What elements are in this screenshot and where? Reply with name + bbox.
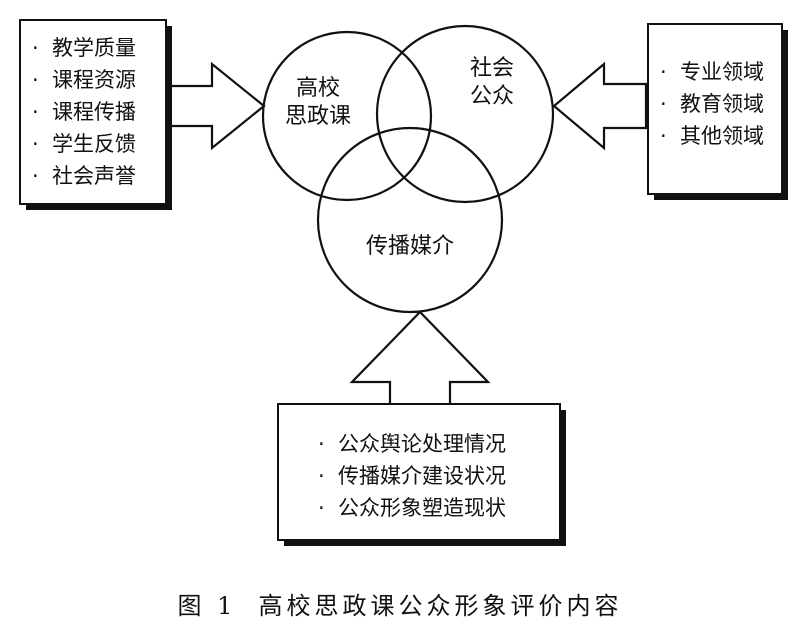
circle-public-label-line2: 公众 bbox=[470, 84, 514, 109]
circle-public-label-line1: 社会 bbox=[470, 56, 514, 81]
left-bullet-4: · bbox=[32, 132, 39, 156]
circle-universities-label-line2: 思政课 bbox=[285, 104, 351, 129]
left-box-frame bbox=[19, 19, 167, 205]
right-bullet-3: · bbox=[660, 124, 667, 148]
left-bullet-5: · bbox=[32, 164, 39, 188]
right-arrow bbox=[552, 61, 648, 151]
circle-universities bbox=[261, 30, 433, 202]
figure-number: 图 1 bbox=[177, 592, 237, 620]
left-item-3: 课程传播 bbox=[52, 100, 136, 124]
circle-universities-label-line1: 高校 bbox=[296, 76, 340, 101]
left-item-5: 社会声誉 bbox=[52, 164, 136, 188]
left-item-2: 课程资源 bbox=[52, 68, 136, 92]
bottom-item-3: 公众形象塑造现状 bbox=[338, 496, 506, 520]
figure-title: 高校思政课公众形象评价内容 bbox=[258, 592, 623, 620]
bottom-bullet-1: · bbox=[318, 432, 325, 456]
bottom-item-1: 公众舆论处理情况 bbox=[338, 432, 506, 456]
bottom-arrow bbox=[349, 310, 491, 404]
left-box: · 教学质量 · 课程资源 · 课程传播 · 学生反馈 · 社会声誉 bbox=[19, 19, 172, 210]
left-item-4: 学生反馈 bbox=[52, 132, 136, 156]
right-item-1: 专业领域 bbox=[680, 60, 764, 84]
right-item-2: 教育领域 bbox=[680, 92, 764, 116]
right-bullet-2: · bbox=[660, 92, 667, 116]
bottom-bullet-2: · bbox=[318, 464, 325, 488]
left-bullet-1: · bbox=[32, 36, 39, 60]
left-arrow bbox=[168, 61, 266, 151]
bottom-box: · 公众舆论处理情况 · 传播媒介建设状况 · 公众形象塑造现状 bbox=[277, 403, 566, 546]
circle-media bbox=[316, 126, 504, 314]
left-bullet-3: · bbox=[32, 100, 39, 124]
right-bullet-1: · bbox=[660, 60, 667, 84]
bottom-bullet-3: · bbox=[318, 496, 325, 520]
bottom-item-2: 传播媒介建设状况 bbox=[338, 464, 506, 488]
right-box-frame bbox=[647, 23, 783, 195]
left-bullet-2: · bbox=[32, 68, 39, 92]
circle-media-label: 传播媒介 bbox=[366, 234, 454, 259]
figure-caption: 图 1 高校思政课公众形象评价内容 bbox=[0, 586, 800, 621]
circle-public bbox=[375, 24, 555, 204]
right-item-3: 其他领域 bbox=[680, 124, 764, 148]
right-box: · 专业领域 · 教育领域 · 其他领域 bbox=[647, 23, 788, 200]
left-item-1: 教学质量 bbox=[52, 36, 136, 60]
bottom-box-frame bbox=[277, 403, 561, 541]
